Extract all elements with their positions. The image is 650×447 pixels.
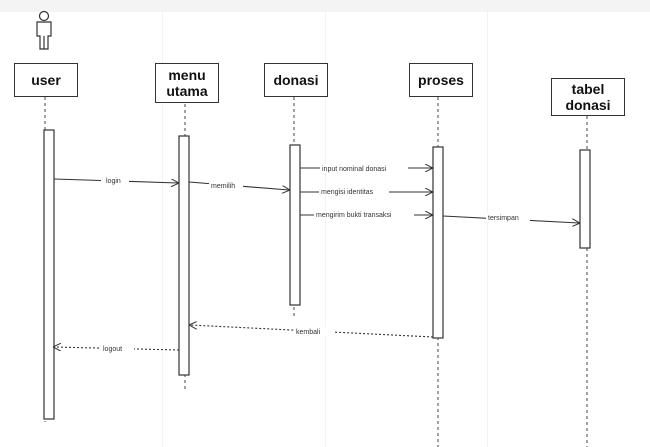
participant-menu-utama-line1: menu (168, 67, 206, 83)
participant-donasi-label: donasi (273, 72, 319, 88)
top-band (0, 0, 650, 12)
participant-menu-utama-line2: utama (166, 83, 208, 99)
grid-line (162, 12, 163, 447)
message-mengisi-identitas-label: mengisi identitas (321, 189, 374, 196)
activation-tabel-donasi (579, 149, 591, 249)
participant-proses-label: proses (418, 72, 464, 88)
grid-line (487, 12, 488, 447)
message-mengirim-bukti-label: mengirim bukti transaksi (316, 212, 392, 219)
message-memilih-label: memilih (211, 183, 235, 190)
activation-menu-utama (178, 135, 190, 376)
participant-user: user (14, 63, 78, 97)
activation-proses (432, 146, 444, 339)
grid-line (325, 12, 326, 447)
message-tersimpan-label: tersimpan (488, 215, 519, 222)
message-login-label: login (106, 178, 121, 185)
participant-proses: proses (409, 63, 473, 97)
participant-tabel-donasi: tabel donasi (551, 78, 625, 116)
participant-donasi: donasi (264, 63, 328, 97)
activation-donasi (289, 144, 301, 306)
activation-user (43, 129, 55, 420)
participant-menu-utama: menu utama (155, 63, 219, 103)
message-logout-label: logout (103, 346, 122, 353)
message-logout-arrow (54, 347, 180, 350)
participant-user-label: user (31, 72, 61, 88)
message-kembali-label: kembali (296, 329, 321, 336)
participant-tabel-donasi-line1: tabel (571, 81, 605, 97)
actor-icon (36, 10, 52, 50)
message-input-nominal-label: input nominal donasi (322, 166, 387, 173)
participant-tabel-donasi-line2: donasi (565, 97, 611, 113)
